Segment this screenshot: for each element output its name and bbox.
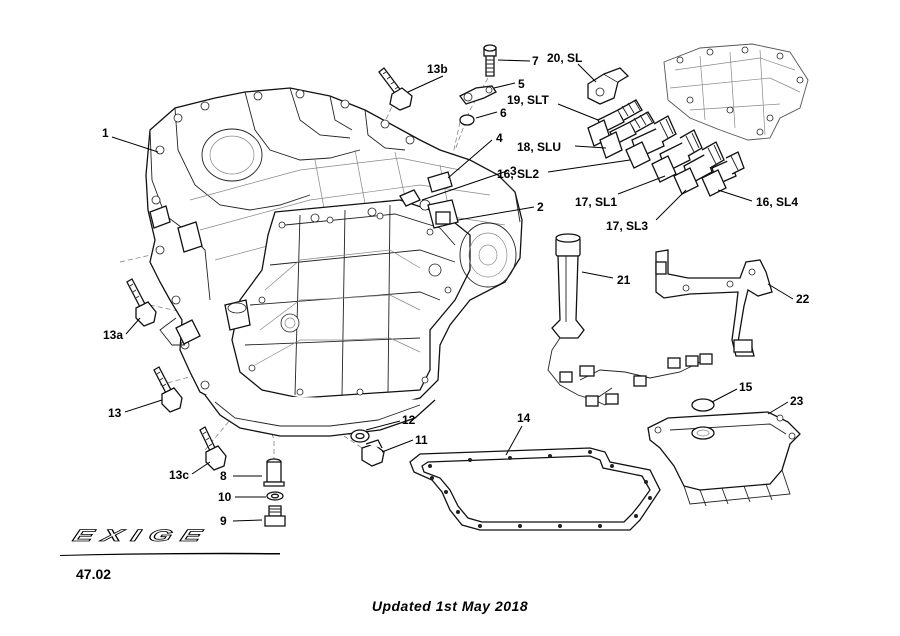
callout-7: 7 — [532, 54, 539, 68]
gasket-hole — [644, 480, 648, 484]
gasket-hole — [558, 524, 562, 528]
callout-3: 3 — [510, 164, 517, 178]
gasket-hole — [508, 456, 512, 460]
callout-labels: 1 2 3 4 5 6 7 8 9 10 11 12 13 13a 13b 13… — [102, 51, 810, 528]
exige-logo: EXIGE — [70, 526, 214, 546]
bolt-13b — [378, 67, 413, 111]
solenoid-sl1-17 — [651, 129, 703, 183]
callout-21: 21 — [617, 273, 631, 287]
valve-body-hole — [796, 76, 804, 84]
valve-body-hole — [686, 96, 694, 104]
gasket-hole — [598, 524, 602, 528]
valve-body-hole — [766, 114, 774, 122]
valve-body-hole — [776, 52, 784, 60]
callout-16-sl4: 16, SL4 — [756, 195, 798, 209]
callout-15: 15 — [739, 380, 753, 394]
callout-5: 5 — [518, 77, 525, 91]
callout-22: 22 — [796, 292, 810, 306]
bracket-22 — [655, 249, 773, 357]
gasket-hole — [634, 514, 638, 518]
bolt-13 — [153, 366, 183, 413]
callout-20-sl: 20, SL — [547, 51, 582, 65]
valve-body-hole — [676, 56, 684, 64]
gasket-hole — [468, 458, 472, 462]
washer-10 — [266, 491, 284, 501]
leader-lines — [111, 59, 794, 522]
callout-6: 6 — [500, 106, 507, 120]
callout-11: 11 — [415, 433, 428, 447]
callout-4: 4 — [496, 131, 503, 145]
gasket-hole — [610, 464, 614, 468]
gasket-hole — [648, 496, 652, 500]
solenoid-sl4-16 — [701, 151, 745, 197]
valve-body-hole — [706, 48, 714, 56]
transaxle-case — [119, 77, 523, 470]
bolt-7 — [483, 44, 497, 77]
washer-12 — [350, 429, 370, 443]
drain-plug-11 — [361, 439, 385, 467]
valve-body-hole — [756, 128, 764, 136]
gasket-hole — [428, 464, 432, 468]
callout-17-sl1: 17, SL1 — [575, 195, 617, 209]
solenoid-sl3-17 — [673, 141, 725, 195]
bolt-13a — [126, 278, 157, 327]
gasket-hole — [518, 524, 522, 528]
page-number: 47.02 — [76, 566, 112, 582]
valve-body-hole — [726, 106, 734, 114]
callout-23: 23 — [790, 394, 804, 408]
callout-13: 13 — [108, 406, 122, 420]
gasket-hole — [444, 490, 448, 494]
callout-17-sl3: 17, SL3 — [606, 219, 648, 233]
o-ring-15 — [691, 398, 715, 412]
updated-date: Updated 1st May 2018 — [371, 598, 529, 614]
solenoid-slu-18 — [599, 111, 655, 159]
callout-10: 10 — [218, 490, 232, 504]
plug-8 — [263, 458, 285, 487]
callout-18-slu: 18, SLU — [517, 140, 561, 154]
plug-9 — [264, 505, 286, 527]
gasket-hole — [456, 510, 460, 514]
callout-13c: 13c — [169, 468, 189, 482]
callout-9: 9 — [220, 514, 227, 528]
callout-13b: 13b — [427, 62, 448, 76]
callout-12: 12 — [402, 413, 416, 427]
logo-swoosh — [60, 552, 280, 556]
bolt-13c — [199, 426, 227, 471]
gasket-hole — [478, 524, 482, 528]
callout-2: 2 — [537, 200, 544, 214]
gasket-hole — [430, 476, 434, 480]
callout-16-sl2: 16, SL2 — [497, 167, 539, 181]
callout-1: 1 — [102, 126, 109, 140]
callout-8: 8 — [220, 469, 227, 483]
solenoid-sl2-16 — [625, 115, 677, 169]
clip-5 — [459, 85, 497, 105]
callout-14: 14 — [517, 411, 531, 425]
gasket-hole — [588, 450, 592, 454]
o-ring-6 — [459, 114, 475, 126]
callout-13a: 13a — [103, 328, 123, 342]
oil-pan-gasket-14 — [409, 447, 661, 531]
valve-body-top — [663, 43, 809, 141]
callout-19-slt: 19, SLT — [507, 93, 549, 107]
oil-strainer-23 — [647, 411, 801, 507]
gasket-hole — [548, 454, 552, 458]
solenoid-sl-20 — [587, 67, 630, 105]
valve-body-hole — [741, 46, 749, 54]
wiring-harness-21 — [547, 233, 713, 407]
